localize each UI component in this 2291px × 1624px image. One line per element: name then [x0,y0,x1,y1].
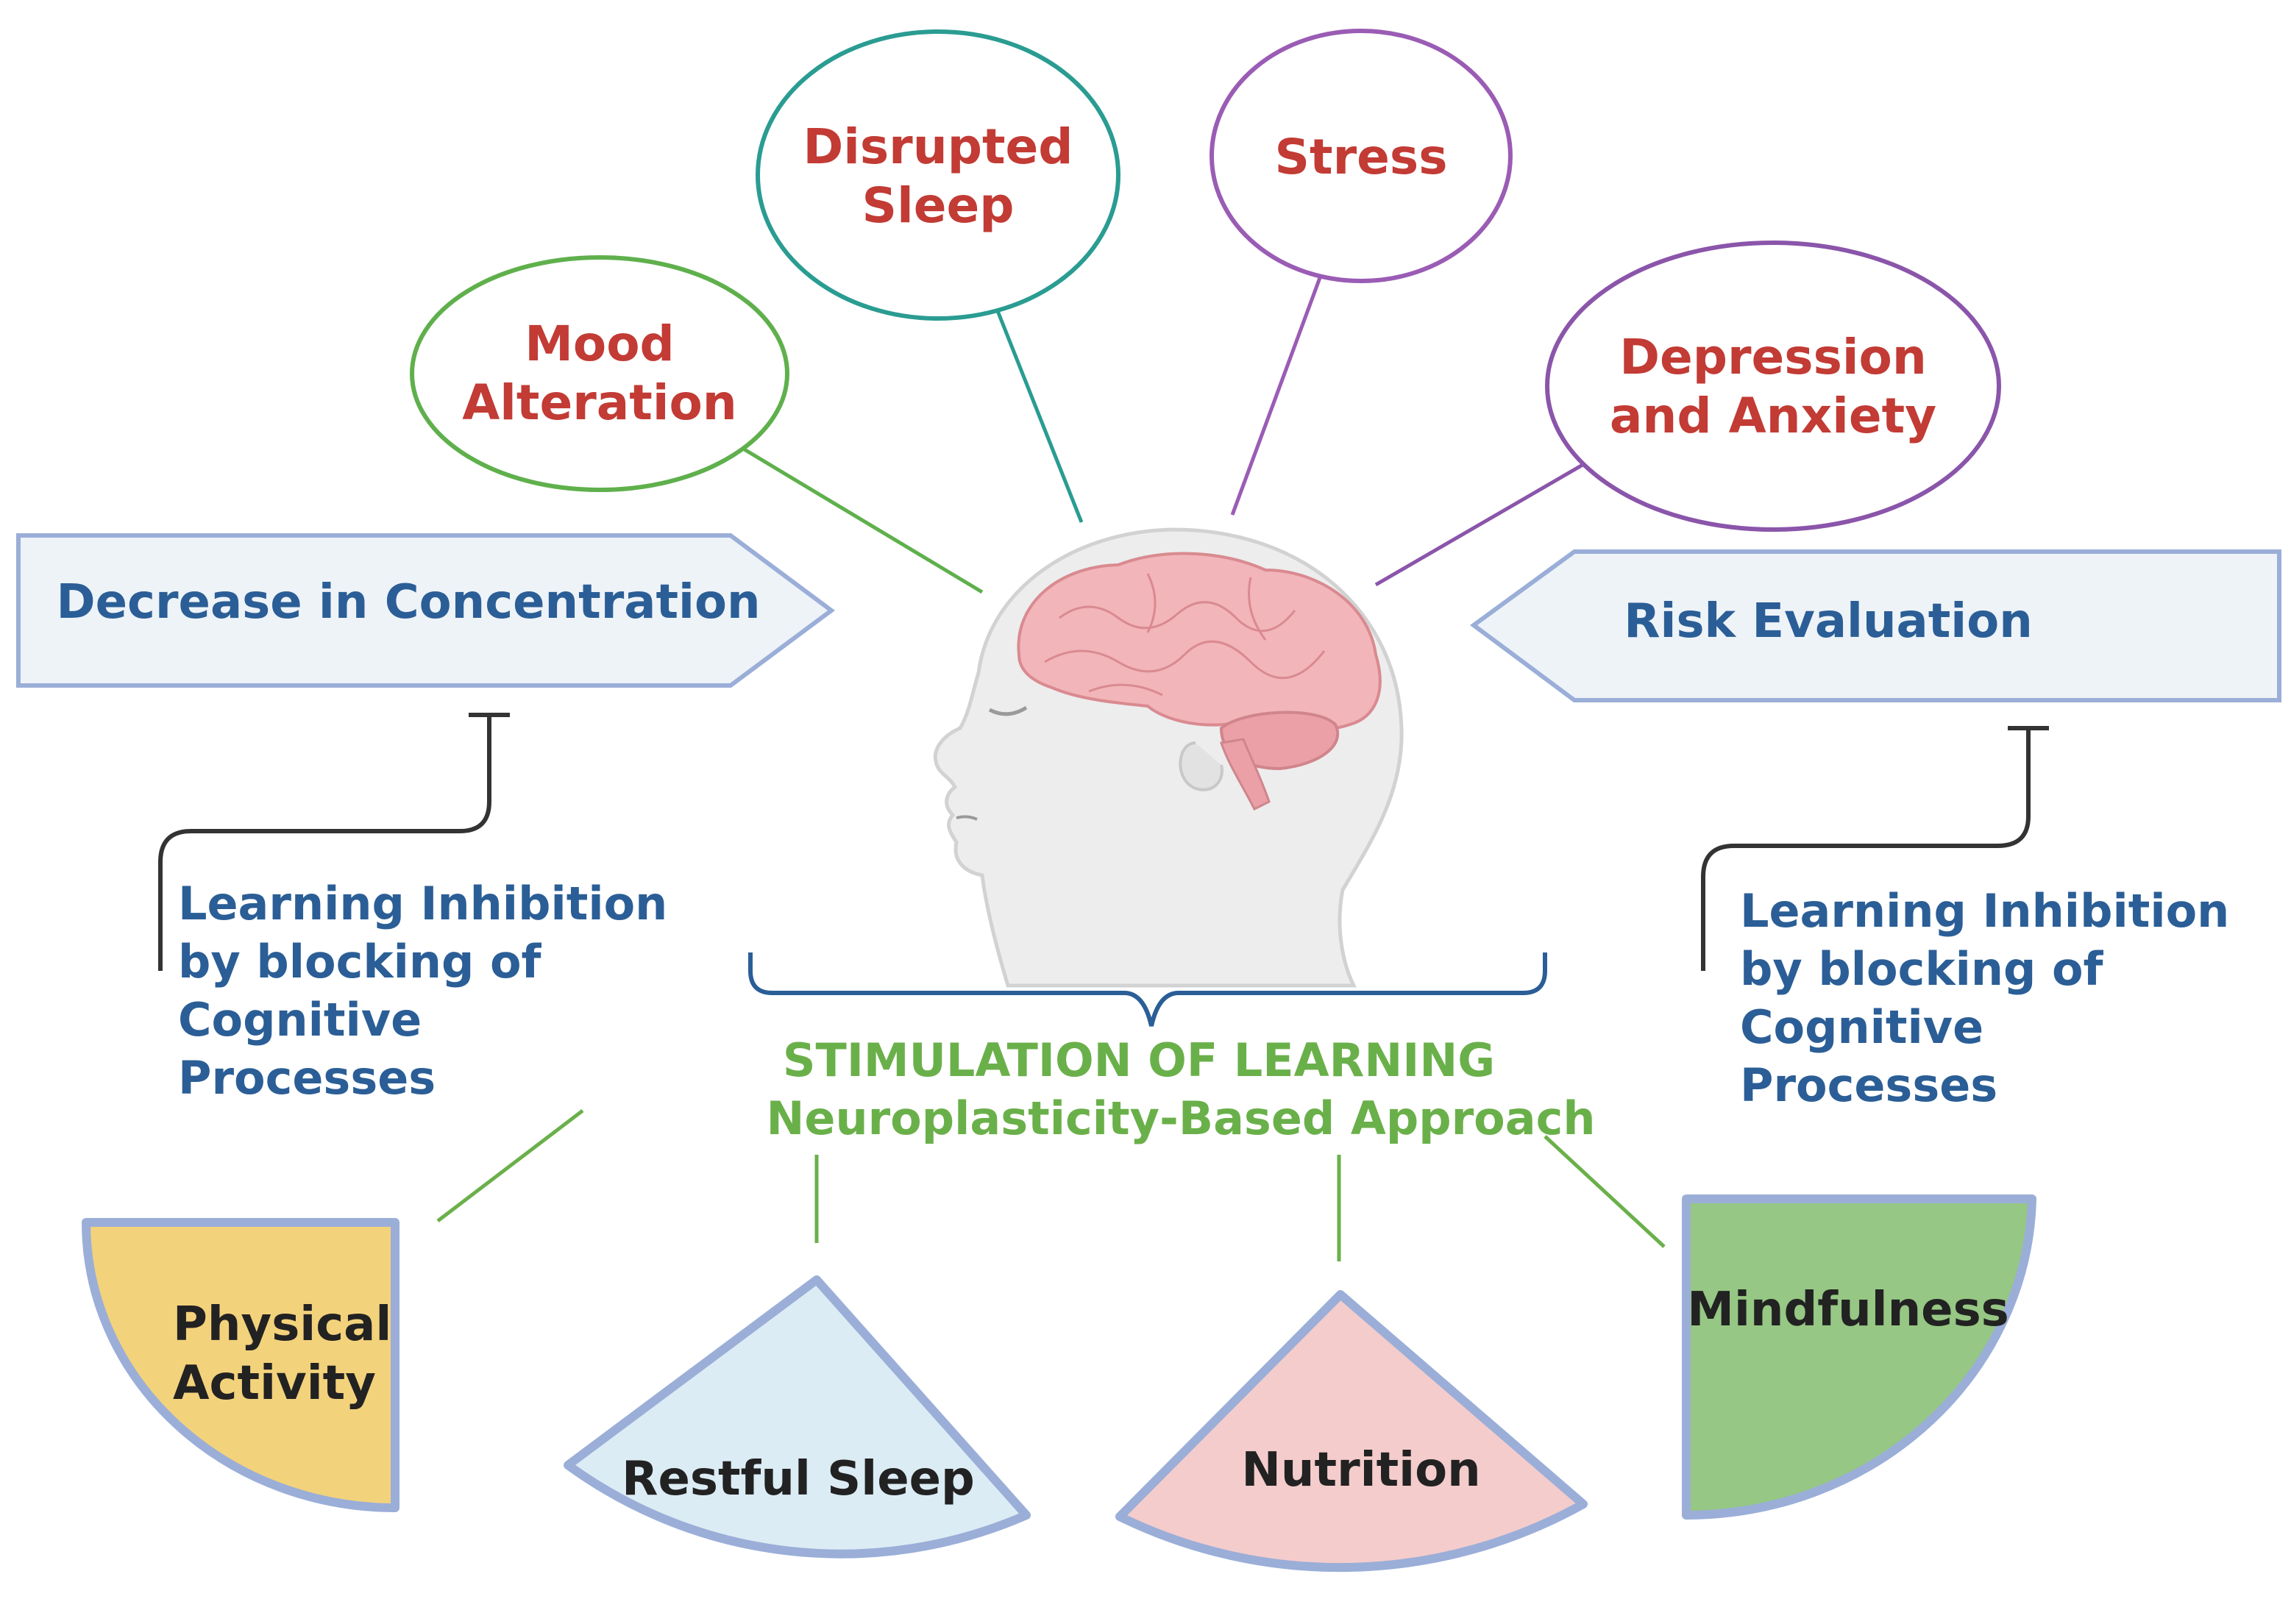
risk-evaluation-arrow: Risk Evaluation [1469,549,2281,702]
physical-activity-line2: Activity [173,1356,376,1411]
decrease-concentration-label: Decrease in Concentration [57,575,761,630]
restful-sleep-sector: Restful Sleep [564,1275,1031,1559]
mood-label-line2: Alteration [462,374,737,431]
sleep-connector [987,290,1084,523]
stress-label: Stress [1275,129,1448,185]
physical-activity-sector: Physical Activity [82,1218,399,1512]
sleep-stressor-line2: Sleep [862,177,1015,234]
mood-alteration-node: Mood Alteration [410,255,789,492]
right-inhibition-line3: Cognitive [1740,1000,1983,1054]
brain-folds [1044,573,1326,697]
decrease-concentration-arrow: Decrease in Concentration [16,533,836,688]
risk-evaluation-label: Risk Evaluation [1624,594,2033,649]
left-inhibition-connector [158,713,510,971]
center-heading-line1: STIMULATION OF LEARNING [783,1033,1495,1087]
nutrition-sector: Nutrition [1115,1290,1588,1573]
sleep-stressor-line1: Disrupted [803,118,1073,175]
nutrition-label: Nutrition [1241,1443,1480,1497]
mindfulness-label: Mindfulness [1687,1283,2009,1337]
right-inhibition-line4: Processes [1740,1058,1997,1112]
ear [1179,741,1223,791]
right-inhibition-connector [1701,726,2049,971]
left-inhibition-line3: Cognitive [178,993,422,1047]
disrupted-sleep-node: Disrupted Sleep [756,29,1120,321]
head-with-brain-illustration [933,527,1404,988]
closed-eye [988,705,1028,716]
depression-label-line1: Depression [1619,329,1927,385]
grouping-brace [748,952,1547,1027]
stress-connector [1230,275,1323,516]
left-inhibition-line4: Processes [178,1051,436,1105]
right-inhibition-text: Learning Inhibition by blocking of Cogni… [1740,884,2229,1112]
restful-sleep-label: Restful Sleep [622,1452,975,1506]
mood-label-line1: Mood [525,316,675,372]
mouth [956,815,978,821]
left-inhibition-line2: by blocking of [178,935,542,989]
mood-connector [742,446,984,594]
left-inhibition-line1: Learning Inhibition [178,877,667,930]
depression-anxiety-node: Depression and Anxiety [1545,241,2001,532]
left-inhibition-text: Learning Inhibition by blocking of Cogni… [178,877,667,1105]
physical-activity-connector [436,1109,584,1222]
mindfulness-connector [1544,1135,1666,1248]
stress-node: Stress [1210,29,1513,283]
depression-label-line2: and Anxiety [1610,388,1936,444]
right-inhibition-line1: Learning Inhibition [1740,884,2229,938]
physical-activity-line1: Physical [173,1297,391,1352]
mindfulness-sector: Mindfulness [1682,1194,2036,1520]
brain-stem [1220,738,1271,811]
center-heading-line2: Neuroplasticity-Based Approach [767,1091,1596,1145]
right-inhibition-line2: by blocking of [1740,942,2104,996]
